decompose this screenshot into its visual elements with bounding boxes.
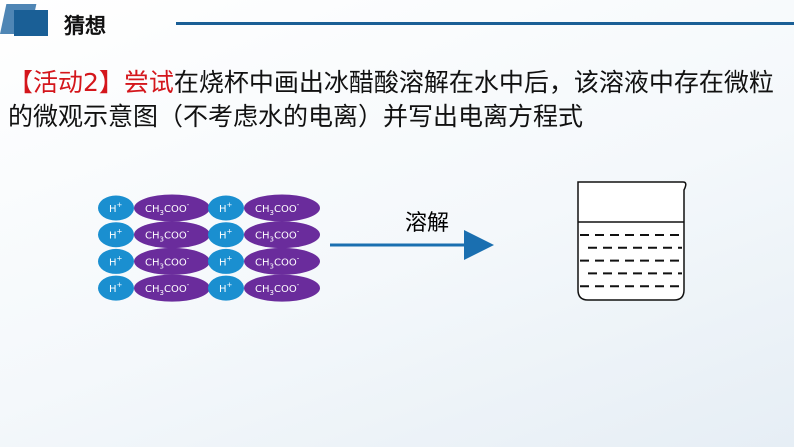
- acetate-ion: CH3COO-: [244, 247, 320, 275]
- hydrogen-ion: H+: [98, 222, 134, 248]
- hydrogen-ion: H+: [208, 222, 244, 248]
- svg-text:CH3COO-: CH3COO-: [145, 201, 190, 217]
- question-body: 在烧杯中画出冰醋酸溶解在水中后，该溶液中存在微粒的微观示意图（不考虑水的电离）并…: [8, 68, 774, 131]
- acetate-ion: CH3COO-: [134, 247, 210, 275]
- activity-tag: 【活动2】: [8, 68, 124, 97]
- question-text: 【活动2】尝试在烧杯中画出冰醋酸溶解在水中后，该溶液中存在微粒的微观示意图（不考…: [8, 66, 788, 134]
- acetate-ion: CH3COO-: [134, 274, 210, 302]
- ion-grid: H+ CH3COO- H+ CH3COO- H+ CH3COO- H+ CH3COO- H+ CH…: [98, 194, 320, 302]
- svg-text:CH3COO-: CH3COO-: [255, 281, 300, 297]
- svg-text:CH3COO-: CH3COO-: [255, 228, 300, 244]
- water-dashes: [580, 234, 682, 288]
- arrow-label: 溶解: [405, 211, 449, 236]
- hydrogen-ion: H+: [208, 275, 244, 301]
- hydrogen-ion: H+: [98, 195, 134, 221]
- svg-text:CH3COO-: CH3COO-: [145, 254, 190, 270]
- svg-text:CH3COO-: CH3COO-: [255, 254, 300, 270]
- header-divider: [176, 22, 794, 25]
- beaker: [577, 181, 687, 301]
- acetate-ion: CH3COO-: [244, 194, 320, 222]
- hydrogen-ion: H+: [98, 275, 134, 301]
- activity-verb: 尝试: [123, 68, 174, 97]
- acetate-ion: CH3COO-: [134, 194, 210, 222]
- acetate-ion: CH3COO-: [244, 221, 320, 249]
- acetate-ion: CH3COO-: [134, 221, 210, 249]
- svg-text:CH3COO-: CH3COO-: [145, 281, 190, 297]
- acetate-ion: CH3COO-: [244, 274, 320, 302]
- svg-text:CH3COO-: CH3COO-: [145, 228, 190, 244]
- header-decoration: [14, 10, 48, 36]
- hydrogen-ion: H+: [98, 248, 134, 274]
- hydrogen-ion: H+: [208, 195, 244, 221]
- page-title: 猜想: [64, 14, 106, 38]
- svg-text:CH3COO-: CH3COO-: [255, 201, 300, 217]
- hydrogen-ion: H+: [208, 248, 244, 274]
